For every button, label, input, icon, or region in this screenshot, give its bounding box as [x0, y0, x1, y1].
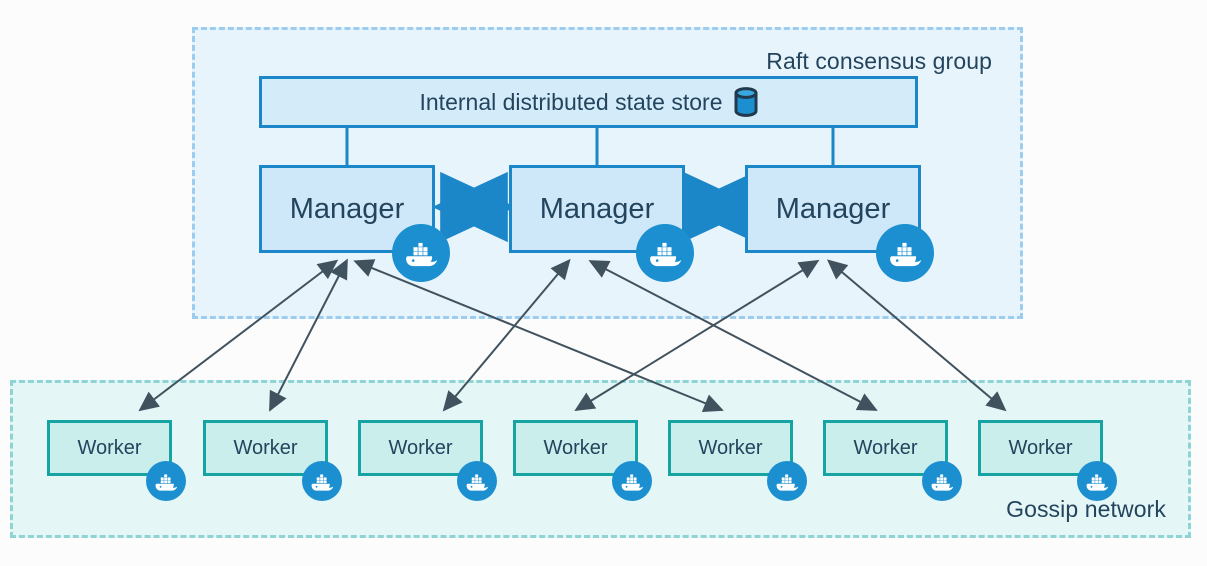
worker-node-2-label: Worker: [233, 436, 298, 459]
manager-node-2-label: Manager: [539, 192, 655, 225]
internal-state-store-label: Internal distributed state store: [419, 88, 723, 115]
raft-consensus-group-label: Raft consensus group: [766, 48, 992, 74]
gossip-network-label: Gossip network: [1006, 496, 1166, 522]
worker-node-3-label: Worker: [388, 436, 453, 459]
docker-whale-icon: [146, 461, 186, 501]
worker-node-5[interactable]: Worker: [668, 420, 793, 476]
docker-whale-icon: [1077, 461, 1117, 501]
docker-whale-icon: [636, 224, 694, 282]
worker-node-4-label: Worker: [543, 436, 608, 459]
manager-node-3-label: Manager: [775, 192, 891, 225]
worker-node-6[interactable]: Worker: [823, 420, 948, 476]
database-cylinder-icon: [734, 87, 758, 117]
worker-node-6-label: Worker: [853, 436, 918, 459]
manager-node-1-label: Manager: [289, 192, 405, 225]
docker-whale-icon: [457, 461, 497, 501]
worker-node-7-label: Worker: [1008, 436, 1073, 459]
worker-node-1-label: Worker: [77, 436, 142, 459]
internal-state-store-node[interactable]: Internal distributed state store: [259, 76, 918, 128]
docker-whale-icon: [876, 224, 934, 282]
docker-whale-icon: [767, 461, 807, 501]
worker-node-5-label: Worker: [698, 436, 763, 459]
worker-node-4[interactable]: Worker: [513, 420, 638, 476]
manager-node-3[interactable]: Manager: [745, 165, 921, 253]
docker-whale-icon: [612, 461, 652, 501]
docker-whale-icon: [302, 461, 342, 501]
docker-whale-icon: [922, 461, 962, 501]
docker-whale-icon: [392, 224, 450, 282]
